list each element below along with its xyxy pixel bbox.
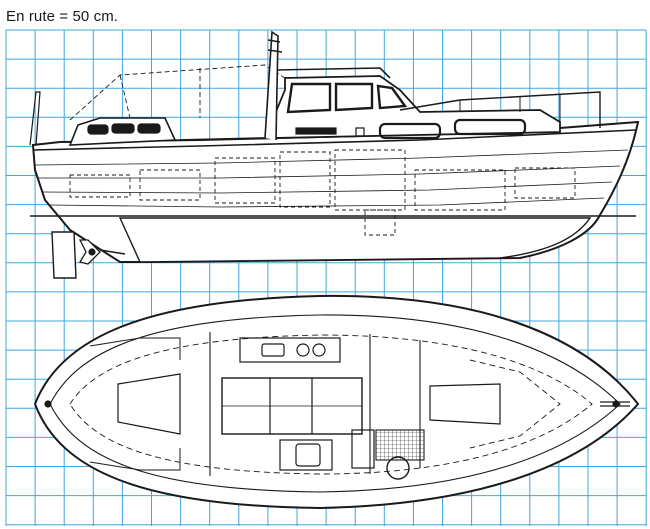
canopy-outline (69, 64, 286, 121)
plan-hull-outer (33, 294, 640, 510)
skeg (99, 249, 126, 255)
plan-view (33, 294, 640, 510)
flagstaff (29, 91, 41, 146)
plan-deck-line (49, 314, 621, 493)
profile-strake-3 (41, 181, 613, 194)
profile-view (29, 30, 640, 279)
plan-coaming (69, 334, 593, 475)
wheelhouse-roof (274, 67, 391, 79)
windows (87, 82, 527, 140)
head-compartment (279, 439, 333, 471)
aft-seating (117, 373, 181, 435)
profile-strake-4 (49, 197, 605, 208)
profile-strake-1 (34, 149, 629, 166)
rudder (51, 231, 77, 279)
mast (264, 30, 279, 141)
scale-note: En rute = 50 cm. (6, 8, 119, 25)
helm-station (351, 429, 375, 469)
profile-rubrail (32, 129, 637, 151)
profile-keel (118, 217, 592, 263)
bow-rail (399, 91, 601, 128)
galley-counter (239, 337, 341, 363)
fwd-berth (429, 383, 501, 425)
profile-strake-2 (38, 165, 621, 179)
helm-wheel (386, 456, 410, 480)
prop-hub (88, 248, 96, 256)
